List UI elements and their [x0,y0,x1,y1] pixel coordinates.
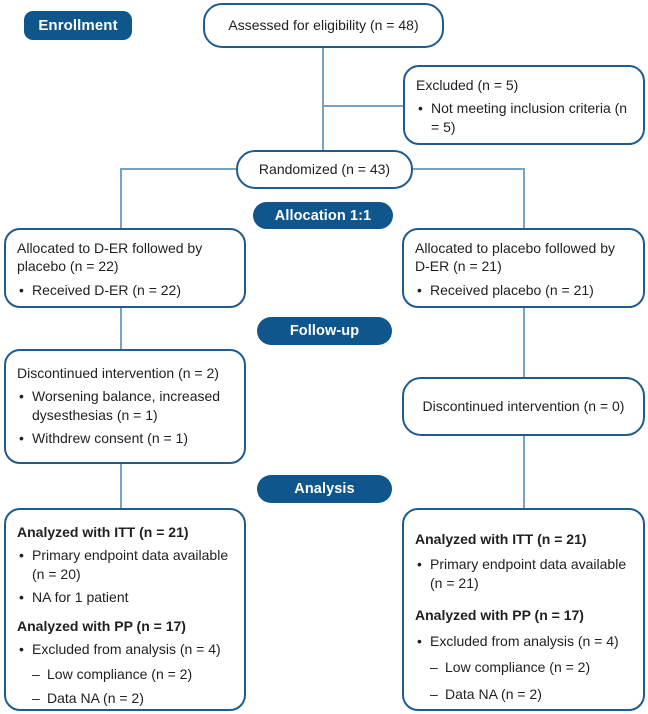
discontinued-der-first-title: Discontinued intervention (n = 2) [17,365,219,381]
analysis-placebo-first-pp-sub-1: Low compliance (n = 2) [415,658,633,677]
connector-branch-to-excluded [322,105,403,107]
allocated-der-first-received: Received D-ER (n = 22) [17,281,234,300]
discontinued-der-first-reason-2: Withdrew consent (n = 1) [17,429,234,448]
analysis-der-first-pp-sub-1: Low compliance (n = 2) [17,665,234,684]
analysis-placebo-first-pp-heading: Analyzed with PP (n = 17) [415,607,584,624]
box-assessed-eligibility: Assessed for eligibility (n = 48) [203,3,444,48]
box-randomized: Randomized (n = 43) [236,150,413,189]
box-allocated-placebo-first: Allocated to placebo followed by D-ER (n… [402,228,645,308]
stage-label-followup: Follow-up [257,317,392,345]
box-discontinued-placebo-first: Discontinued intervention (n = 0) [402,377,645,436]
excluded-title: Excluded (n = 5) [416,77,519,93]
stage-label-enrollment: Enrollment [24,11,132,40]
allocated-der-first-title: Allocated to D-ER followed by placebo (n… [17,240,203,275]
analysis-der-first-pp-bullet: Excluded from analysis (n = 4) [17,640,234,659]
connector-discontinued-to-analysis-left [120,462,122,510]
analysis-placebo-first-pp-sub-2: Data NA (n = 2) [415,685,633,704]
box-allocated-der-first: Allocated to D-ER followed by placebo (n… [4,228,246,308]
allocated-placebo-first-title: Allocated to placebo followed by D-ER (n… [415,240,616,275]
analysis-der-first-pp-sub-2: Data NA (n = 2) [17,689,234,708]
analysis-der-first-itt-bullet-2: NA for 1 patient [17,588,234,607]
analysis-der-first-pp-heading: Analyzed with PP (n = 17) [17,617,186,634]
box-discontinued-der-first: Discontinued intervention (n = 2) Worsen… [4,349,246,464]
connector-randomized-right-horizontal [412,168,525,170]
stage-label-analysis: Analysis [257,475,392,503]
connector-randomized-left-horizontal [120,168,237,170]
connector-randomized-to-alloc-right [523,168,525,229]
analysis-placebo-first-itt-bullet: Primary endpoint data available (n = 21) [415,555,633,592]
analysis-der-first-itt-heading: Analyzed with ITT (n = 21) [17,524,189,540]
excluded-reason: Not meeting inclusion criteria (n = 5) [416,99,633,136]
analysis-der-first-itt-bullet-1: Primary endpoint data available (n = 20) [17,546,234,583]
connector-randomized-to-alloc-left [120,168,122,229]
connector-alloc-to-discontinued-right [523,306,525,378]
box-excluded: Excluded (n = 5) Not meeting inclusion c… [403,65,645,145]
analysis-placebo-first-itt-heading: Analyzed with ITT (n = 21) [415,531,587,547]
connector-alloc-to-discontinued-left [120,306,122,351]
box-analysis-placebo-first: Analyzed with ITT (n = 21) Primary endpo… [402,508,645,711]
allocated-placebo-first-received: Received placebo (n = 21) [415,281,633,300]
discontinued-der-first-reason-1: Worsening balance, increased dysesthesia… [17,387,234,424]
box-analysis-der-first: Analyzed with ITT (n = 21) Primary endpo… [4,508,246,711]
stage-label-allocation: Allocation 1:1 [253,202,393,229]
analysis-placebo-first-pp-bullet: Excluded from analysis (n = 4) [415,632,633,651]
connector-discontinued-to-analysis-right [523,434,525,510]
connector-assessed-to-randomized [322,46,324,151]
